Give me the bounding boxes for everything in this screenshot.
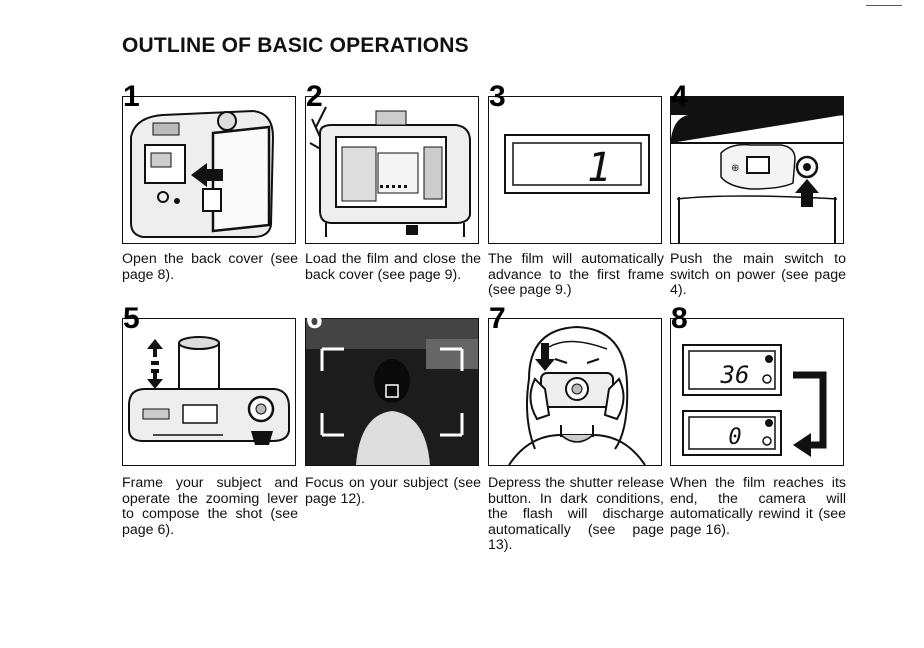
step-8-number: 8 bbox=[671, 302, 688, 335]
step-8-illustration: 36 0 bbox=[670, 318, 844, 466]
lcd-frame-count: 1 bbox=[587, 145, 611, 191]
step-6-caption: Focus on your subject (see page 12). bbox=[305, 475, 481, 507]
step-4-number: 4 bbox=[671, 80, 688, 113]
main-switch-panel-icon: ⊕ bbox=[671, 97, 843, 243]
step-1-number: 1 bbox=[123, 80, 140, 113]
step-5-number: 5 bbox=[123, 302, 140, 335]
step-5-caption: Frame your subject and operate the zoomi… bbox=[122, 475, 298, 538]
step-1-caption: Open the back cover (see page 8). bbox=[122, 251, 298, 283]
step-5-illustration bbox=[122, 318, 296, 466]
step-7-illustration bbox=[488, 318, 662, 466]
shutter-release-person-icon bbox=[508, 325, 646, 465]
camera-zoom-lever-icon bbox=[128, 336, 290, 445]
page-title: OUTLINE OF BASIC OPERATIONS bbox=[122, 34, 469, 57]
lcd-counter-display: 1 bbox=[504, 134, 650, 194]
lcd-count-end: 0 bbox=[728, 425, 741, 450]
rewind-lcd-display: 36 0 bbox=[682, 344, 827, 457]
svg-text:⊕: ⊕ bbox=[731, 163, 739, 174]
step-2-illustration bbox=[305, 96, 479, 244]
lcd-count-start: 36 bbox=[720, 361, 750, 389]
step-7-number: 7 bbox=[489, 302, 506, 335]
step-4-caption: Push the main switch to switch on power … bbox=[670, 251, 846, 298]
step-3-illustration: 1 bbox=[488, 96, 662, 244]
camera-load-film-icon bbox=[309, 106, 471, 237]
step-2-number: 2 bbox=[306, 80, 323, 113]
step-6-illustration bbox=[305, 318, 479, 466]
viewfinder-focus-icon bbox=[306, 319, 478, 465]
step-3-number: 3 bbox=[489, 80, 506, 113]
step-6-number: 6 bbox=[306, 302, 323, 335]
camera-open-cover-icon bbox=[130, 109, 275, 238]
step-8-caption: When the film reaches its end, the camer… bbox=[670, 475, 846, 538]
step-4-illustration: ⊕ bbox=[670, 96, 844, 244]
step-2-caption: Load the film and close the back cover (… bbox=[305, 251, 481, 283]
step-7-caption: Depress the shutter release button. In d… bbox=[488, 475, 664, 553]
step-3-caption: The film will automatically advance to t… bbox=[488, 251, 664, 298]
corner-rule bbox=[866, 5, 902, 6]
step-1-illustration bbox=[122, 96, 296, 244]
